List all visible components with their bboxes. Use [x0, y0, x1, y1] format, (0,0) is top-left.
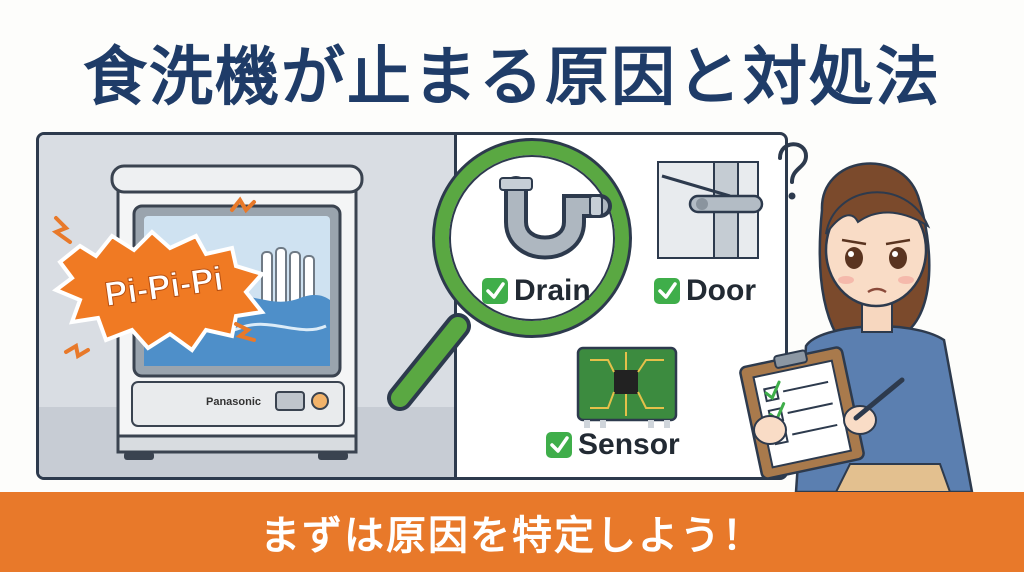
check-label-drain: Drain [514, 274, 591, 307]
check-sensor: Sensor [578, 428, 680, 462]
dishwasher-brand: Panasonic [206, 396, 262, 408]
bottom-banner: まずは原因を特定しよう！ [0, 492, 1024, 572]
check-label-door: Door [686, 274, 756, 307]
banner-text: まずは原因を特定しよう！ [260, 513, 764, 559]
door-latch-icon [657, 161, 764, 259]
check-drain: Drain [514, 274, 591, 308]
check-icons [482, 278, 680, 458]
pipe-icon [499, 176, 612, 260]
alert-burst [51, 196, 266, 360]
check-label-sensor: Sensor [578, 428, 680, 461]
check-door: Door [686, 274, 756, 308]
circuit-board-icon [576, 346, 678, 428]
page-title: 食洗機が止まる原因と対処法 [83, 41, 941, 115]
woman-character [739, 162, 974, 494]
question-mark-icon [778, 142, 809, 200]
